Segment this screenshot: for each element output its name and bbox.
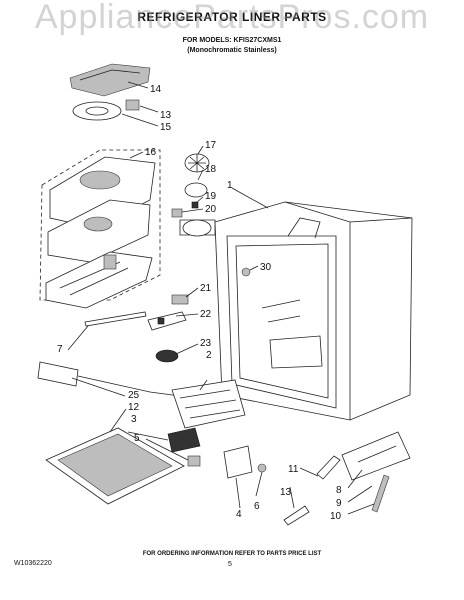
page-number: 5 — [228, 561, 232, 568]
callout-5: 5 — [134, 433, 140, 444]
leader-lines — [67, 81, 375, 515]
callout-8: 8 — [336, 485, 342, 496]
watermark: AppliancePartsPros.com — [34, 0, 430, 36]
callout-16: 15 — [160, 122, 172, 133]
part-7-bar — [84, 311, 147, 327]
callout-18: 17 — [205, 140, 217, 151]
callout-14: 14 — [150, 84, 162, 95]
model-line: FOR MODELS: KFIS27CXMS1 — [182, 37, 282, 44]
callout-30: 30 — [260, 262, 272, 273]
callout-7: 7 — [57, 344, 63, 355]
part-3-grille — [167, 427, 201, 453]
part-1-liner — [214, 201, 413, 421]
page-title: REFRIGERATOR LINER PARTS — [137, 10, 327, 24]
callout-25: 25 — [128, 390, 140, 401]
document-number: W10362220 — [14, 560, 52, 567]
part-4-6-bracket — [223, 445, 267, 479]
callout-19: 18 — [205, 164, 217, 175]
callout-23: 22 — [200, 309, 212, 320]
callout-1: 1 — [227, 180, 233, 191]
part-24-gasket — [155, 349, 179, 363]
part-8-9-10-light-assembly — [341, 431, 411, 513]
part-15-16-fan-ring — [72, 99, 140, 121]
part-23-bracket — [147, 311, 187, 331]
part-22-switch — [171, 294, 189, 305]
part-12-grate — [45, 427, 185, 505]
callout-13: 13 — [280, 487, 292, 498]
callout-15: 13 — [160, 110, 172, 121]
ordering-note: FOR ORDERING INFORMATION REFER TO PARTS … — [142, 551, 322, 557]
callout-12: 12 — [128, 402, 140, 413]
callout-2: 2 — [206, 350, 212, 361]
callout-21: 20 — [205, 204, 217, 215]
part-2-control-housing — [171, 379, 246, 429]
part-25-rail — [37, 361, 181, 397]
callout-24: 23 — [200, 338, 212, 349]
part-5-clip — [187, 455, 201, 467]
callout-11: 11 — [288, 464, 299, 475]
callout-4: 4 — [236, 509, 242, 520]
part-17-evaporator-cover-assembly — [39, 149, 161, 309]
callout-10: 10 — [330, 511, 342, 522]
callout-20: 19 — [205, 191, 217, 202]
variant-line: (Monochromatic Stainless) — [187, 47, 277, 54]
callout-9: 9 — [336, 498, 342, 509]
callout-22: 21 — [200, 283, 212, 294]
callout-3: 3 — [131, 414, 137, 425]
part-18-21-fan-motor — [171, 153, 216, 237]
callout-6: 6 — [254, 501, 260, 512]
callout-17: 16 — [145, 147, 157, 158]
part-11-13-lamp — [283, 455, 341, 526]
part-14-cover — [69, 63, 151, 97]
